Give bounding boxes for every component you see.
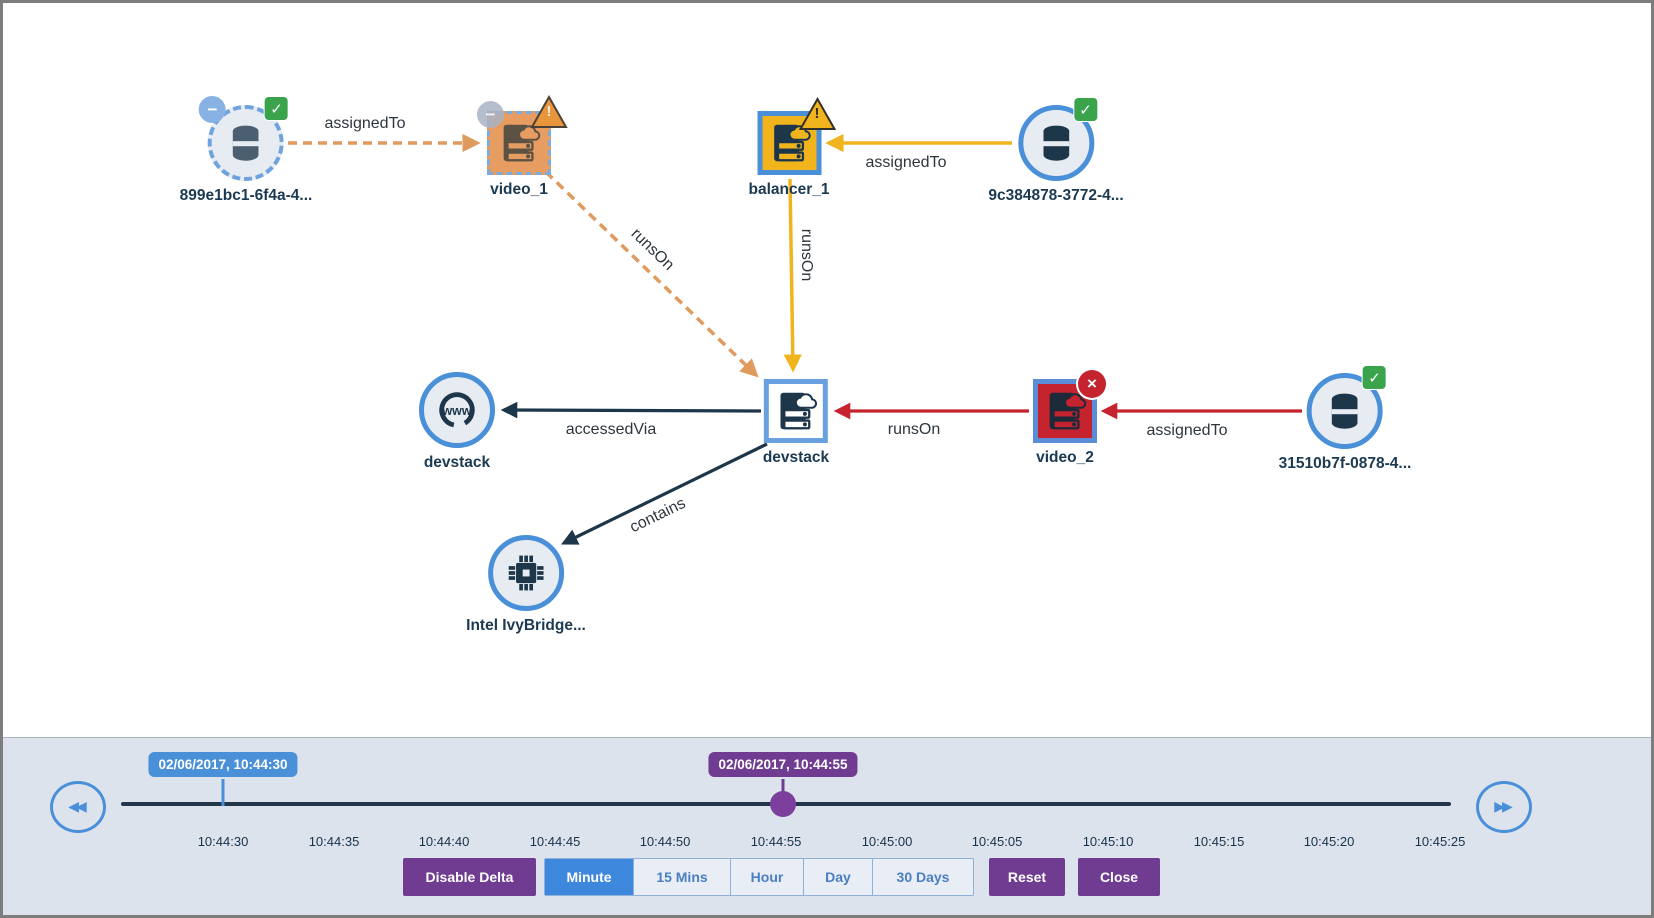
range-minute-button[interactable]: Minute [545,859,633,895]
node-label: Intel IvyBridge... [466,617,586,634]
warning-badge-icon: ! [798,97,836,131]
edge-label: assignedTo [865,154,947,171]
node-video-1[interactable]: − ! video_1 [477,95,568,199]
edge-label: runsOn [798,228,815,282]
edge-runsOn-video1-devstack[interactable] [544,170,759,378]
check-badge-icon: ✓ [264,97,288,120]
tick-label: 10:45:10 [1082,834,1134,849]
check-badge-icon: ✓ [1362,366,1386,389]
disable-delta-button[interactable]: Disable Delta [403,858,536,896]
tick-label: 10:45:15 [1193,834,1245,849]
fast-forward-icon: ▶▶ [1494,799,1512,815]
minus-badge-icon: − [477,101,504,128]
timeline-controls: Disable Delta Minute 15 Mins Hour Day 30… [403,858,1160,896]
tick-label: 10:44:50 [639,834,691,849]
node-video-2[interactable]: × video_2 [1033,370,1106,467]
node-label: devstack [762,449,830,466]
timeline-current-marker [781,779,785,796]
graph-edges-layer [288,133,1302,545]
node-label: 899e1bc1-6f4a-4... [179,187,313,204]
warning-badge-icon: ! [530,95,568,129]
node-9c384878[interactable]: ✓ 9c384878-3772-4... [988,98,1124,205]
error-badge-icon: × [1078,370,1106,398]
web-icon: www [439,392,475,428]
node-devstack-host[interactable]: devstack [763,379,829,467]
timeline-panel: ◀◀ ▶▶ 02/06/2017, 10:44:30 02/06/2017, 1… [3,737,1651,915]
tick-label: 10:45:05 [971,834,1023,849]
edge-label: runsOn [887,421,941,438]
close-button[interactable]: Close [1078,858,1160,896]
database-icon [1332,393,1358,429]
timeline-start-marker [221,779,225,806]
svg-text:www: www [441,404,471,418]
node-label: 31510b7f-0878-4... [1278,455,1412,472]
topology-canvas[interactable]: assignedTo runsOn runsOn assignedTo acce… [3,3,1651,737]
tick-label: 10:45:00 [861,834,913,849]
node-balancer-1[interactable]: ! balancer_1 [748,97,836,199]
node-devstack-web[interactable]: www devstack [419,372,495,472]
edge-contains-devstack-ivybridge[interactable] [561,442,768,545]
tick-label: 10:44:30 [197,834,249,849]
tick-label: 10:44:40 [418,834,470,849]
node-899e1bc1[interactable]: − ✓ 899e1bc1-6f4a-4... [179,96,313,205]
cpu-icon [508,555,544,591]
node-label: 9c384878-3772-4... [988,187,1124,204]
timeline-current-tooltip: 02/06/2017, 10:44:55 [708,752,858,777]
range-button-group: Minute 15 Mins Hour Day 30 Days [544,858,974,896]
timeline-start-tooltip: 02/06/2017, 10:44:30 [148,752,298,777]
node-label: video_1 [490,181,548,198]
database-icon [233,125,259,161]
range-15mins-button[interactable]: 15 Mins [633,859,730,895]
rewind-button[interactable]: ◀◀ [50,781,106,833]
edge-label: accessedVia [565,421,657,438]
rewind-icon: ◀◀ [68,799,86,815]
edge-accessedVia-devstack-devstack[interactable] [500,401,762,419]
range-30days-button[interactable]: 30 Days [872,859,973,895]
tick-label: 10:44:45 [529,834,581,849]
edge-label: assignedTo [1146,422,1228,439]
timeline-slider-handle[interactable] [770,791,796,817]
reset-button[interactable]: Reset [989,858,1065,896]
node-label: balancer_1 [748,181,830,198]
edge-runsOn-balancer1-devstack[interactable] [783,178,802,373]
range-day-button[interactable]: Day [803,859,872,895]
database-icon [1043,125,1069,161]
tick-label: 10:44:35 [308,834,360,849]
node-intel-ivybridge[interactable]: Intel IvyBridge... [466,535,586,635]
tick-label: 10:45:20 [1303,834,1355,849]
server-icon [503,124,541,162]
tick-label: 10:45:25 [1414,834,1466,849]
server-icon [780,392,818,430]
node-label: devstack [423,454,491,471]
edge-label: assignedTo [324,115,406,132]
node-label: video_2 [1036,449,1094,466]
check-badge-icon: ✓ [1074,98,1097,121]
range-hour-button[interactable]: Hour [730,859,803,895]
server-icon [1049,392,1087,430]
server-icon [773,124,811,162]
tick-label: 10:44:55 [750,834,802,849]
minus-badge-icon: − [198,96,226,123]
node-31510b7f[interactable]: ✓ 31510b7f-0878-4... [1278,366,1412,473]
fast-forward-button[interactable]: ▶▶ [1476,781,1532,833]
